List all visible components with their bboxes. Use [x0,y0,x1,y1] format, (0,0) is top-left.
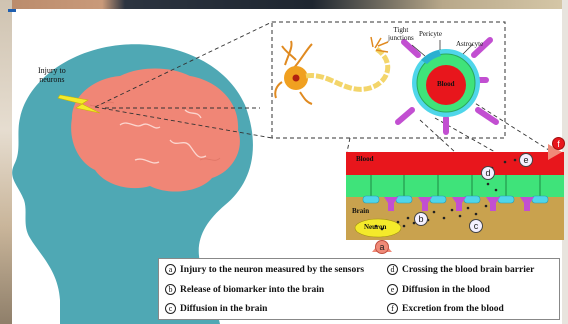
legend-text-f: Excretion from the blood [402,304,504,314]
legend-text-e: Diffusion in the blood [402,285,490,295]
brain-band-label: Brain [352,207,369,215]
marker-d: d [481,166,495,180]
legend-text-c: Diffusion in the brain [180,304,267,314]
legend-key-d: d [387,264,398,275]
legend-item-b: b Release of biomarker into the brain [165,284,324,295]
legend-item-c: c Diffusion in the brain [165,303,267,314]
neuron-illustration [275,37,388,104]
legend-key-b: b [165,284,176,295]
marker-c: c [469,219,483,233]
blood-center-label: Blood [437,80,455,88]
injury-label-line-2: neurons [38,75,66,84]
marker-f: f [552,137,565,150]
marker-a: a [375,240,389,254]
legend-text-b: Release of biomarker into the brain [180,285,324,295]
legend-key-f: f [387,303,398,314]
tight-junctions-line-1: Tight [388,26,414,34]
legend-key-c: c [165,303,176,314]
blood-band-label: Blood [356,155,374,163]
legend-key-e: e [387,284,398,295]
marker-e: e [519,153,533,167]
legend: a Injury to the neuron measured by the s… [158,258,560,320]
tight-junctions-line-2: junctions [388,34,414,42]
legend-text-d: Crossing the blood brain barrier [402,265,534,275]
legend-item-e: e Diffusion in the blood [387,284,490,295]
legend-item-d: d Crossing the blood brain barrier [387,264,534,275]
injury-label-line-1: Injury to [38,66,66,75]
neuron-cell-label: Neuron [364,223,386,231]
pericyte-label: Pericyte [419,30,442,38]
legend-item-f: f Excretion from the blood [387,303,504,314]
tight-junctions-label: Tight junctions [388,26,414,42]
astrocyte-label: Astrocyte [456,40,483,48]
legend-text-a: Injury to the neuron measured by the sen… [180,265,364,275]
legend-key-a: a [165,264,176,275]
legend-item-a: a Injury to the neuron measured by the s… [165,264,364,275]
marker-b: b [414,212,428,226]
injury-label: Injury to neurons [38,66,66,84]
